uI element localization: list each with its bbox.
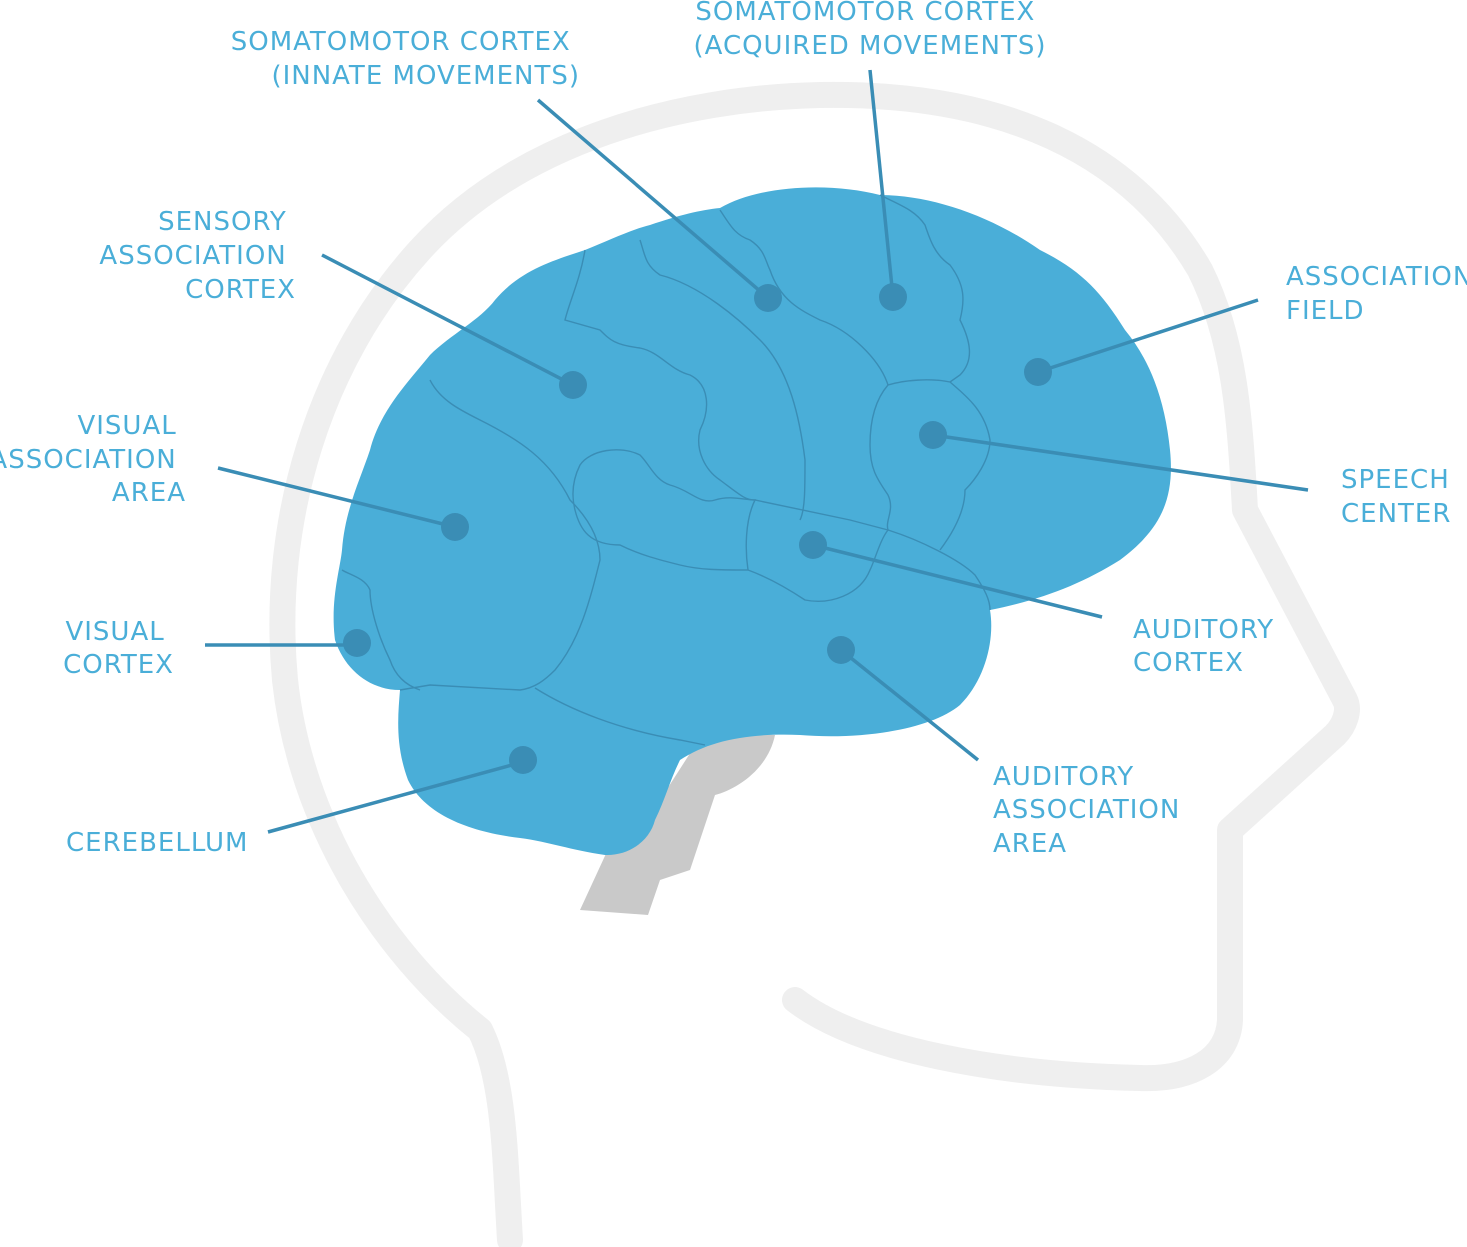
dot-somatomotor-innate — [754, 284, 782, 312]
dot-somatomotor-acquired — [879, 283, 907, 311]
brainstem — [580, 730, 775, 915]
brain-silhouette — [333, 187, 1171, 856]
brain — [333, 187, 1171, 856]
leader-sensory-association — [321, 253, 574, 387]
label-association-field: ASSOCIATION FIELD — [1286, 262, 1467, 326]
leader-cerebellum — [267, 760, 524, 834]
label-cerebellum: CEREBELLUM — [66, 828, 248, 858]
head-outline — [269, 81, 1360, 1247]
leader-association-field — [1037, 298, 1259, 374]
leader-lines — [205, 69, 1309, 834]
leader-speech-center — [932, 433, 1309, 492]
dot-association-field — [1024, 358, 1052, 386]
dot-visual-cortex — [343, 629, 371, 657]
leader-somatomotor-acquired — [868, 69, 895, 298]
labels: SOMATOMOTOR CORTEX (INNATE MOVEMENTS) SO… — [0, 0, 1467, 859]
head-silhouette — [269, 81, 1360, 1247]
dot-speech-center — [919, 421, 947, 449]
dot-sensory-association — [559, 371, 587, 399]
label-sensory-association: SENSORY ASSOCIATION CORTEX — [99, 207, 296, 305]
dot-cerebellum — [509, 746, 537, 774]
leader-somatomotor-innate — [536, 98, 770, 300]
label-speech-center: SPEECH CENTER — [1341, 465, 1459, 529]
label-somatomotor-acquired: SOMATOMOTOR CORTEX (ACQUIRED MOVEMENTS) — [693, 0, 1046, 61]
leader-auditory-association — [839, 648, 980, 762]
anchor-dots — [343, 283, 1052, 774]
label-auditory-cortex: AUDITORY CORTEX — [1133, 615, 1283, 678]
leader-auditory-cortex — [812, 543, 1103, 619]
dot-auditory-cortex — [799, 531, 827, 559]
label-visual-cortex: VISUAL CORTEX — [63, 617, 174, 680]
label-somatomotor-innate: SOMATOMOTOR CORTEX (INNATE MOVEMENTS) — [231, 27, 580, 91]
dot-visual-association — [441, 513, 469, 541]
dot-auditory-association — [827, 636, 855, 664]
brain-region-lines — [341, 194, 991, 746]
label-visual-association: VISUAL ASSOCIATION AREA — [0, 411, 186, 508]
leader-visual-association — [217, 466, 456, 529]
label-auditory-association: AUDITORY ASSOCIATION AREA — [993, 762, 1190, 859]
